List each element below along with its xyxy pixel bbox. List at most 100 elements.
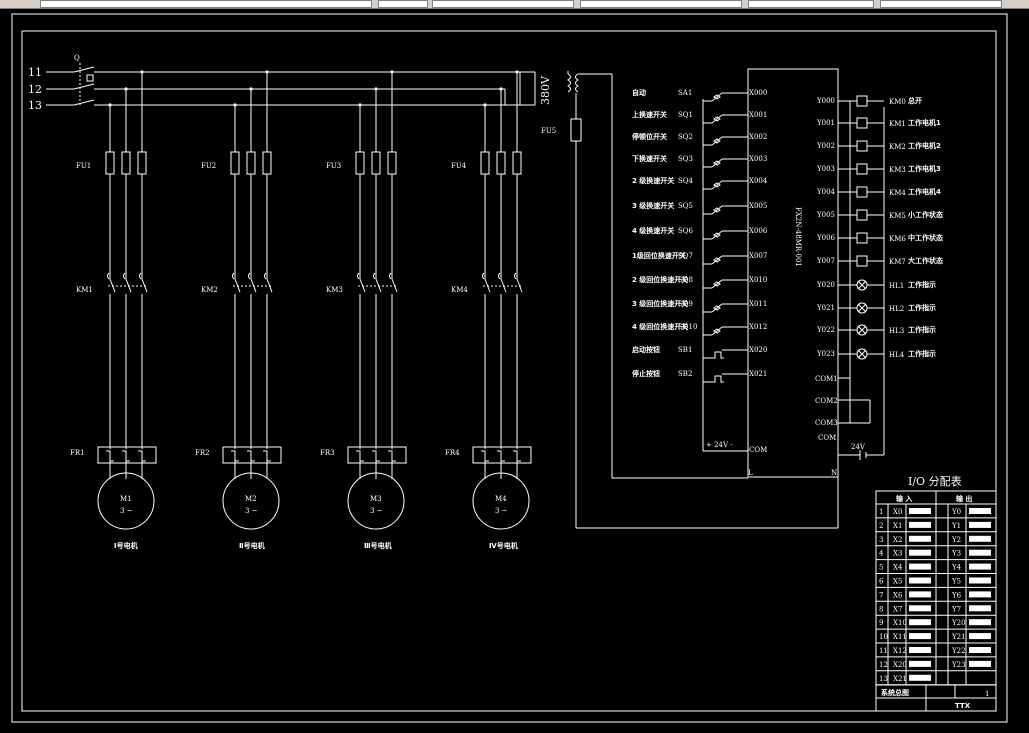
input-code: SQ8	[678, 276, 693, 284]
output-port: Y004	[816, 188, 836, 196]
input-description: 1级回位换速开关	[632, 251, 686, 260]
output-description: 中工作状态	[908, 233, 943, 242]
io-row-number: 1	[879, 508, 883, 516]
io-input-desc-block	[909, 521, 931, 528]
io-row-input: X11	[893, 633, 907, 641]
input-port: X000	[749, 89, 767, 97]
toolbar-segment[interactable]	[748, 0, 874, 8]
output-device: KM2	[889, 143, 906, 151]
output-device: KM5	[889, 212, 906, 220]
output-description: 工作电机4	[908, 187, 941, 196]
toolbar-segment[interactable]	[580, 0, 742, 8]
io-row-number: 5	[879, 564, 883, 572]
fuse-element	[105, 151, 115, 175]
com3-label: COM3	[815, 419, 838, 427]
output-port: Y003	[816, 165, 835, 173]
io-row-output: Y4	[951, 564, 962, 572]
output-description: 工作指示	[908, 280, 936, 289]
io-row-output: Y5	[951, 578, 961, 586]
input-code: SQ4	[678, 177, 694, 185]
io-row-input: X7	[893, 605, 902, 613]
io-footer-title: 系统总图	[881, 688, 909, 697]
power-circuit: 11 12 13 Q 380V FU5	[28, 54, 839, 529]
io-row-input: X0	[893, 508, 902, 516]
toolbar-segment[interactable]	[40, 0, 372, 8]
io-output-desc-block	[969, 619, 991, 626]
output-port: Y000	[816, 97, 835, 105]
input-port: X004	[749, 177, 768, 185]
io-row-number: 9	[879, 619, 883, 627]
fuse-element	[121, 151, 131, 175]
fuse-element	[262, 151, 272, 175]
fuse-label: FU2	[201, 162, 216, 170]
output-port: Y021	[816, 304, 835, 312]
thermal-relay-label: FR2	[195, 449, 210, 457]
input-code: SQ9	[678, 300, 693, 308]
io-output-desc-block	[969, 591, 991, 598]
toolbar-segment[interactable]	[432, 0, 574, 8]
io-row-input: X20	[893, 661, 907, 669]
main-switch-label: Q	[74, 54, 80, 62]
plc-n-terminal: N	[831, 469, 837, 477]
input-description: 启动按钮	[632, 345, 660, 354]
coil-symbol	[856, 117, 868, 129]
toolbar-segment[interactable]	[880, 0, 1002, 8]
motor-phase: 3 ~	[245, 507, 258, 515]
input-port: X001	[749, 111, 767, 119]
fuse-label: FU1	[76, 162, 91, 170]
input-description: 停止按钮	[632, 369, 660, 378]
input-code: SA1	[678, 89, 692, 97]
input-description: 上换速开关	[632, 110, 667, 119]
output-description: 工作指示	[908, 349, 936, 358]
output-device: KM4	[889, 189, 906, 197]
output-description: 工作电机2	[908, 141, 941, 150]
input-code: SQ1	[678, 111, 693, 119]
output-port: Y020	[816, 281, 835, 289]
input-description: 下换速开关	[632, 154, 667, 163]
io-row-input: X5	[893, 578, 902, 586]
outer-frame	[11, 13, 1008, 723]
output-device: HL2	[889, 305, 904, 313]
input-code: SQ5	[678, 202, 693, 210]
output-device: HL3	[889, 327, 904, 335]
io-output-desc-block	[969, 521, 991, 528]
io-output-desc-block	[969, 535, 991, 542]
io-output-desc-block	[969, 549, 991, 556]
thermal-relay-label: FR3	[320, 449, 335, 457]
output-supply-label: 24V	[851, 443, 866, 451]
io-input-desc-block	[909, 674, 931, 681]
coil-symbol	[856, 140, 868, 152]
output-description: 工作指示	[908, 303, 936, 312]
io-row-output: Y2	[951, 536, 961, 544]
io-output-desc-block	[969, 577, 991, 584]
plc-unit: FX2N-48MR-001 COM + 24V - L N	[702, 68, 839, 478]
input-port: X012	[749, 323, 767, 331]
inner-frame	[21, 30, 997, 712]
io-input-desc-block	[909, 549, 931, 556]
io-row-output: Y3	[951, 550, 961, 558]
input-code: SB1	[678, 346, 692, 354]
toolbar-segment[interactable]	[378, 0, 428, 8]
io-input-desc-block	[909, 563, 931, 570]
io-row-input: X10	[893, 619, 907, 627]
output-port: Y007	[816, 257, 835, 265]
